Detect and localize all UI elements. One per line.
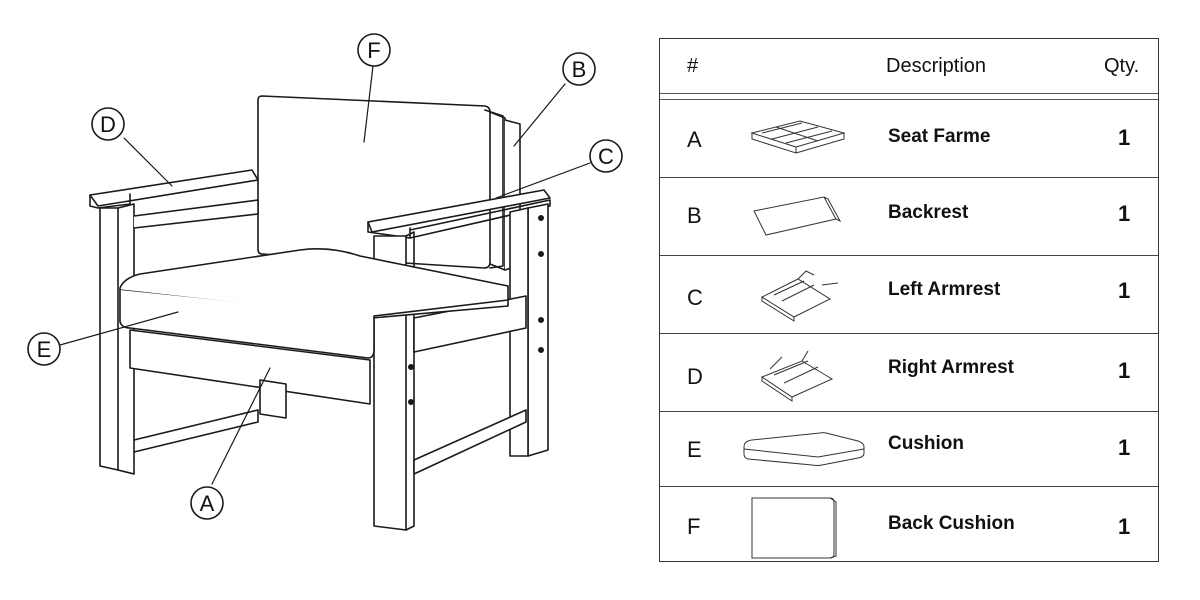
seat-cushion-drawing [119, 248, 509, 359]
part-description: Right Armrest [888, 357, 1014, 378]
row-divider [660, 486, 1158, 487]
part-qty: 1 [1118, 358, 1131, 383]
row-divider [660, 333, 1158, 334]
table-row: F Back Cushion 1 [660, 486, 1158, 563]
callout-label-e: E [37, 337, 52, 362]
table-row: B Backrest 1 [660, 177, 1158, 255]
part-qty: 1 [1118, 125, 1131, 150]
parts-table: # Description Qty. A Seat Farme 1 B Back… [659, 38, 1159, 562]
right-armrest-drawing [89, 169, 259, 475]
part-id: D [687, 364, 703, 389]
row-divider [660, 255, 1158, 256]
part-description: Back Cushion [888, 513, 1015, 534]
header-description: Description [886, 55, 987, 77]
part-description: Backrest [888, 202, 969, 223]
row-divider [660, 411, 1158, 412]
part-description: Seat Farme [888, 126, 991, 147]
part-id: A [687, 127, 702, 152]
part-qty: 1 [1118, 514, 1131, 539]
callout-label-a: A [200, 491, 215, 516]
seat-frame-icon [750, 120, 846, 154]
callout-label-c: C [598, 144, 614, 169]
row-divider [660, 177, 1158, 178]
table-row: C Left Armrest 1 [660, 255, 1158, 333]
left-armrest-icon [760, 270, 839, 322]
back-cushion-icon [751, 497, 837, 559]
part-qty: 1 [1118, 278, 1131, 303]
part-id: C [687, 285, 703, 310]
header-number: # [687, 55, 699, 77]
seat-frame-drawing [129, 329, 371, 419]
leader-lines [59, 65, 591, 485]
right-armrest-icon [760, 350, 834, 402]
header-divider [660, 93, 1158, 94]
part-id: F [687, 514, 701, 539]
part-qty: 1 [1118, 435, 1131, 460]
part-qty: 1 [1118, 201, 1131, 226]
part-description: Left Armrest [888, 279, 1001, 300]
table-row: A Seat Farme 1 [660, 99, 1158, 177]
callouts [27, 33, 623, 520]
header-divider [660, 99, 1158, 100]
callout-label-d: D [100, 112, 116, 137]
chair-exploded-diagram: F B D C E A [27, 33, 623, 531]
table-row: D Right Armrest 1 [660, 333, 1158, 411]
header-qty: Qty. [1104, 55, 1140, 77]
table-header: # Description Qty. [660, 39, 1158, 94]
cushion-icon [743, 432, 865, 466]
table-row: E Cushion 1 [660, 411, 1158, 486]
callout-label-b: B [572, 57, 587, 82]
callout-label-f: F [367, 38, 380, 63]
part-description: Cushion [888, 433, 964, 454]
part-id: B [687, 203, 702, 228]
backrest-icon [753, 196, 842, 236]
part-id: E [687, 437, 702, 462]
